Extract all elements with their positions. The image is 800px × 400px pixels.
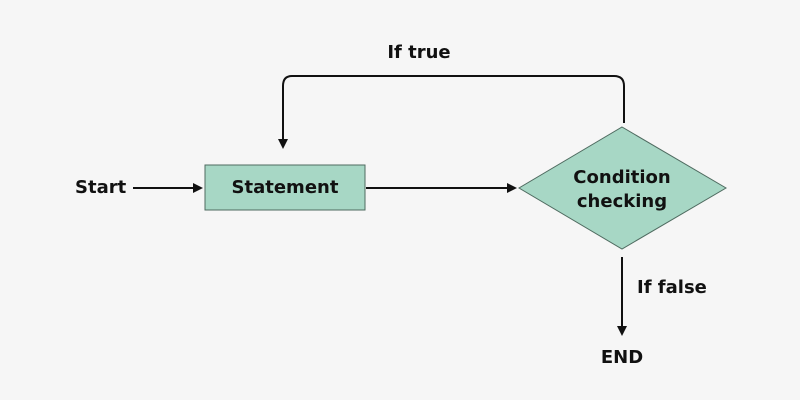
if-false-label: If false <box>637 277 707 298</box>
true-loop-arrow <box>278 75 625 149</box>
statement-label: Statement <box>232 177 339 198</box>
statement-box <box>204 164 366 211</box>
start-label: Start <box>75 177 127 198</box>
condition-label-line1: Condition <box>573 167 670 188</box>
end-label: END <box>601 347 643 368</box>
if-true-label: If true <box>387 42 450 63</box>
condition-label-line2: checking <box>577 191 667 212</box>
condition-diamond <box>518 126 727 250</box>
